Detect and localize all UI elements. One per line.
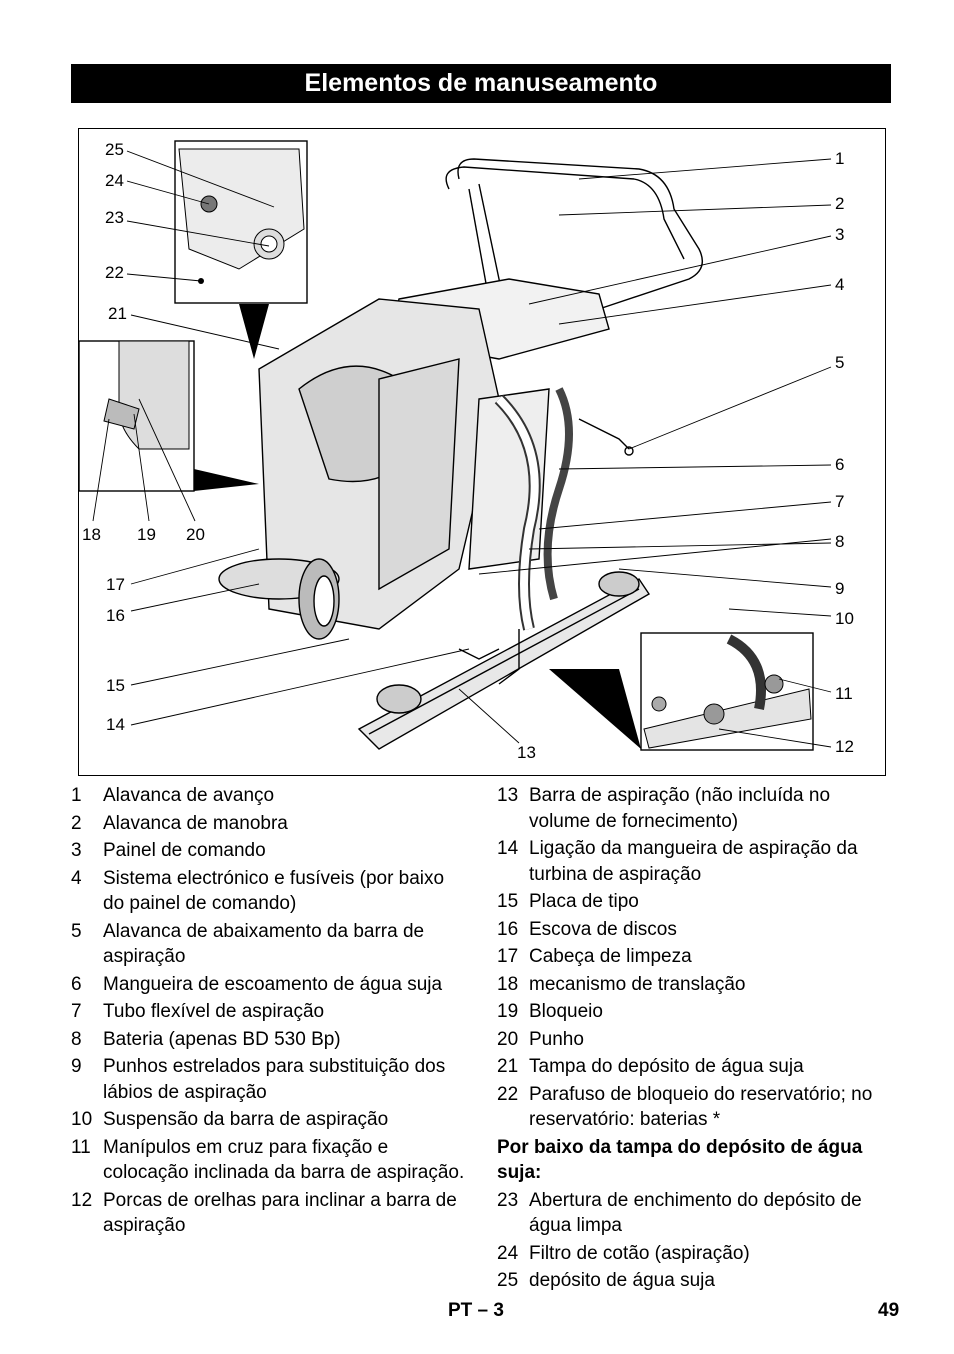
footer-section-label: PT – 3 (448, 1300, 504, 1321)
callout-9: 9 (835, 579, 845, 598)
callout-12: 12 (835, 737, 854, 756)
callout-19: 19 (137, 525, 156, 544)
section-title: Elementos de manuseamento (304, 69, 658, 97)
callout-4: 4 (835, 275, 845, 294)
callout-2: 2 (835, 194, 845, 213)
callout-16: 16 (106, 606, 125, 625)
callout-21: 21 (108, 304, 127, 323)
callout-15: 15 (106, 676, 125, 695)
callout-5: 5 (835, 353, 845, 372)
callout-25: 25 (105, 140, 124, 159)
callout-14: 14 (106, 715, 125, 734)
page-number: 49 (878, 1300, 900, 1321)
legend-subheading: Por baixo da tampa do depósito de água s… (497, 1136, 863, 1184)
callout-20: 20 (186, 525, 205, 544)
callout-11: 11 (835, 684, 853, 703)
callout-23: 23 (105, 208, 124, 227)
callout-8: 8 (835, 532, 845, 551)
callout-24: 24 (105, 171, 124, 190)
machine-drawing (79, 140, 832, 751)
callout-1: 1 (835, 149, 845, 168)
callout-3: 3 (835, 225, 845, 244)
callout-6: 6 (835, 455, 845, 474)
section-title-bar: Elementos de manuseamento (71, 64, 891, 103)
callout-17: 17 (106, 575, 125, 594)
machine-illustration: 25 24 23 22 21 1 2 3 4 5 6 7 8 9 10 11 1… (78, 128, 886, 776)
callout-7: 7 (835, 492, 845, 511)
callout-13: 13 (517, 743, 536, 762)
callout-18: 18 (82, 525, 101, 544)
callout-22: 22 (105, 263, 124, 282)
callout-10: 10 (835, 609, 854, 628)
